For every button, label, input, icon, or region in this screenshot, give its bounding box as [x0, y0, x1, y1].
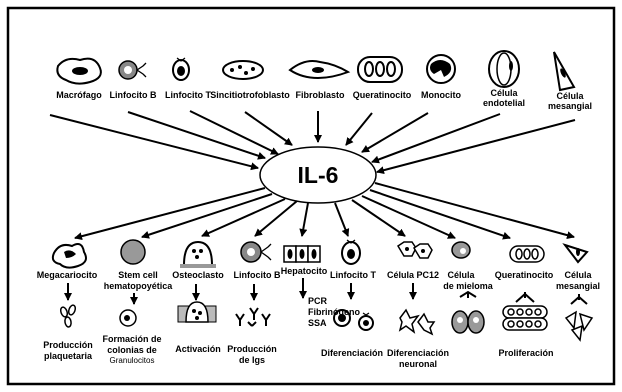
myeloma-growth-icon: [451, 310, 485, 334]
target-label: Osteoclasto: [172, 270, 224, 280]
effect-label-line1: Producción: [227, 344, 277, 354]
effect-label-small: Granulocitos: [110, 356, 155, 365]
target-label-line2: mesangial: [556, 281, 600, 291]
il6-ellipse: [259, 146, 377, 204]
producer-label-line2: mesangial: [548, 101, 592, 111]
keratinocyte-icon: [357, 56, 403, 83]
effect-label-line1: Proliferación: [498, 348, 553, 358]
monocyte-icon: [426, 54, 456, 84]
fibroblast-icon: [288, 60, 351, 80]
effect-label-line2: colonias de: [107, 345, 157, 355]
target-label-line2: de mieloma: [443, 281, 494, 291]
t-lymphocyte-icon: [172, 57, 190, 81]
producer-labels: Macrófago Linfocito B Linfocito T Sincit…: [56, 88, 592, 111]
target-label-line1: Célula: [447, 270, 475, 280]
target-label-line1: Célula: [564, 270, 592, 280]
effect-label-line1: Diferenciación: [321, 348, 383, 358]
producer-label-line1: Célula: [490, 88, 518, 98]
mesangial-cell-icon: [553, 51, 576, 92]
producer-label: Sincitiotrofoblasto: [210, 90, 290, 100]
effect-label-line2: neuronal: [399, 359, 437, 369]
t-cell-differentiation-icon: [333, 309, 374, 331]
effect-label-line2: de Igs: [239, 355, 265, 365]
osteoclast-icon: [180, 240, 216, 268]
effect-label-line2: plaquetaria: [44, 351, 93, 361]
producer-label: Monocito: [421, 90, 461, 100]
b-lymphocyte-icon: [240, 241, 272, 263]
target-label: Linfocito B: [234, 270, 281, 280]
endothelial-cell-icon: [488, 50, 520, 88]
platelets-icon: [59, 304, 77, 328]
hepatocyte-icon: [283, 245, 321, 263]
target-labels: Megacariocito Stem cell hematopoyética O…: [37, 266, 600, 291]
target-label-line2: hematopoyética: [104, 281, 174, 291]
effect-label-line1: Formación de: [102, 334, 161, 344]
producer-label: Macrófago: [56, 90, 102, 100]
macrophage-icon: [56, 57, 102, 85]
effect-label-line1: Activación: [175, 344, 221, 354]
stem-cell-icon: [120, 239, 146, 265]
keratinocyte-icon: [509, 245, 545, 263]
pc12-cell-icon: [396, 241, 433, 259]
neurons-icon: [398, 308, 436, 336]
bone-resorption-icon: [177, 301, 217, 323]
target-arrows: [74, 182, 575, 241]
keratinocyte-proliferation-icon: [502, 305, 548, 331]
mesangial-proliferation-icon: [564, 310, 594, 342]
frame-border: [6, 6, 616, 386]
il6-label: IL-6: [298, 162, 339, 188]
granulocyte-colony-icon: [119, 309, 137, 327]
megakaryocyte-icon: [51, 243, 87, 269]
effect-label-line1: PCR: [308, 296, 328, 306]
effect-arrows: [64, 278, 417, 305]
producer-label-line1: Célula: [556, 91, 584, 101]
effect-branch-arrows: [459, 290, 588, 305]
immunoglobulins-icon: [235, 307, 271, 327]
mesangial-cell-icon: [562, 243, 589, 264]
t-lymphocyte-icon: [341, 239, 361, 265]
producer-label: Fibroblasto: [296, 90, 346, 100]
syncytiotrophoblast-icon: [222, 60, 264, 80]
producer-arrows: [49, 110, 576, 175]
target-label: Célula PC12: [387, 270, 439, 280]
effect-labels: Producción plaquetaria Formación de colo…: [43, 296, 553, 369]
producer-label-line2: endotelial: [483, 98, 525, 108]
effect-label-line1: Producción: [43, 340, 93, 350]
b-lymphocyte-icon: [118, 60, 147, 80]
myeloma-cell-icon: [451, 241, 471, 259]
producer-label: Linfocito B: [110, 90, 157, 100]
effect-label-line3: SSA: [308, 318, 327, 328]
target-label: Megacariocito: [37, 270, 98, 280]
target-label-line1: Stem cell: [118, 270, 158, 280]
effect-label-line2: Fibrinógeno: [308, 307, 360, 317]
target-label: Queratinocito: [495, 270, 554, 280]
producer-label: Queratinocito: [353, 90, 412, 100]
effect-label-line1: Diferenciación: [387, 348, 449, 358]
target-label: Hepatocito: [281, 266, 328, 276]
target-label: Linfocito T: [330, 270, 376, 280]
producer-label: Linfocito T: [165, 90, 211, 100]
